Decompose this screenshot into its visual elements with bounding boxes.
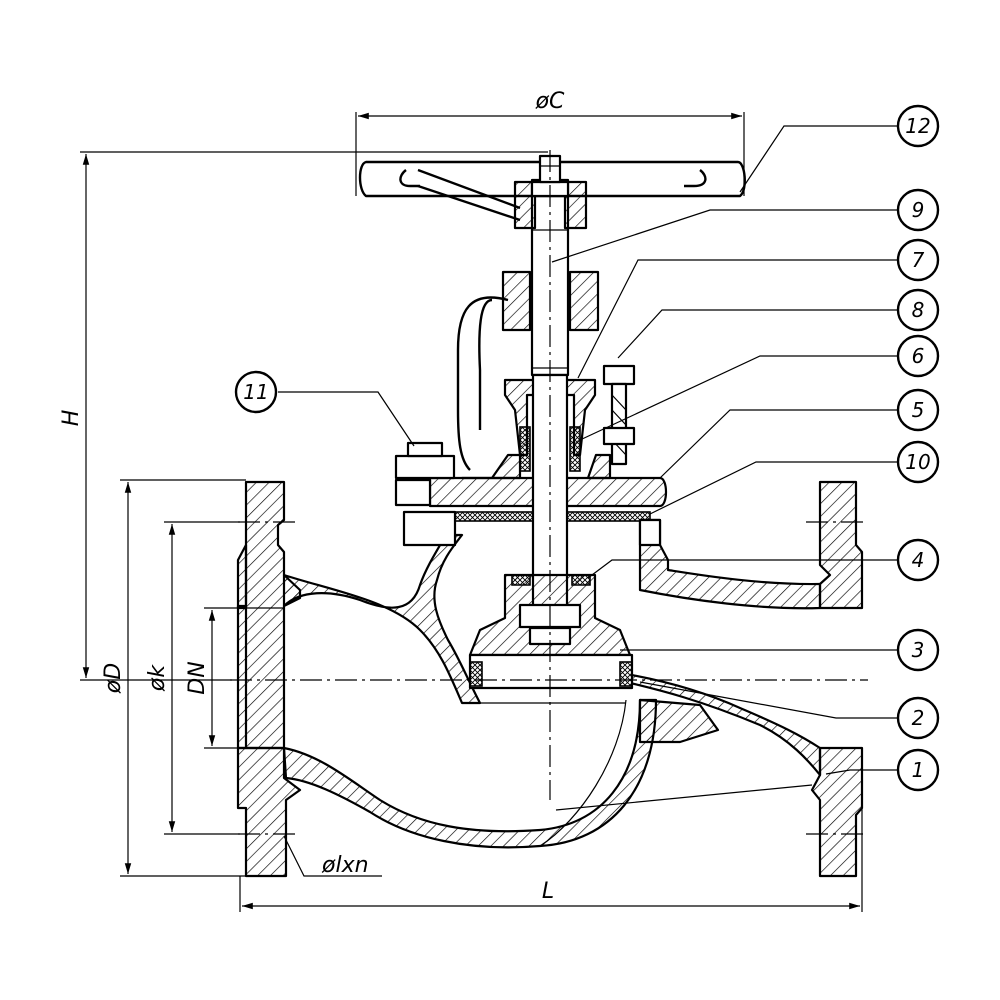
callout-leaders [278,125,898,775]
dim-phi-k: øk [145,664,170,692]
valve-body [236,480,864,878]
callout-2: 2 [896,696,940,740]
stem-nut-ring [511,574,591,586]
callout-3: 3 [896,628,940,672]
disc [468,653,634,690]
callout-9: 9 [896,188,940,232]
body-upper-wall [282,533,482,705]
callout-11: 11 [234,370,278,414]
callout-1: 1 [896,748,940,792]
dimension-lines [80,112,863,912]
callout-6: 6 [896,334,940,378]
dim-phi-d: øD [101,663,126,694]
yoke [456,296,509,471]
body-bottom-wall [282,698,658,849]
bonnet-bolt [394,454,456,480]
bolts [394,364,636,507]
callout-8: 8 [896,288,940,332]
svg-text:11: 11 [243,380,268,404]
svg-text:1: 1 [912,758,925,782]
svg-text:10: 10 [905,450,930,474]
packing [519,426,531,472]
svg-text:2: 2 [912,706,925,730]
dim-l: L [542,879,554,904]
body-diaphragm [624,672,822,777]
svg-text:8: 8 [912,298,925,322]
right-flange [818,480,864,610]
handwheel [358,154,746,230]
callout-12: 12 [896,104,940,148]
callout-7: 7 [896,238,940,282]
svg-text:12: 12 [905,114,930,138]
dim-h: H [59,410,84,427]
disc-seal [469,661,483,687]
body-right-wall [638,518,822,610]
yoke-nut [501,270,532,332]
dim-phi-c: øC [535,89,565,114]
svg-text:7: 7 [912,248,925,272]
callout-5: 5 [896,388,940,432]
svg-text:4: 4 [912,548,925,572]
disc-assembly [468,573,634,690]
svg-text:3: 3 [912,638,925,662]
gland-bolt [602,364,636,386]
callout-10: 10 [896,440,940,484]
handwheel-rim [358,160,746,198]
svg-text:6: 6 [912,344,925,368]
svg-text:5: 5 [912,398,925,422]
callout-4: 4 [896,538,940,582]
dim-dn: DN [185,661,210,694]
svg-text:9: 9 [912,198,925,222]
dim-bolt-holes: ølxn [321,853,369,878]
